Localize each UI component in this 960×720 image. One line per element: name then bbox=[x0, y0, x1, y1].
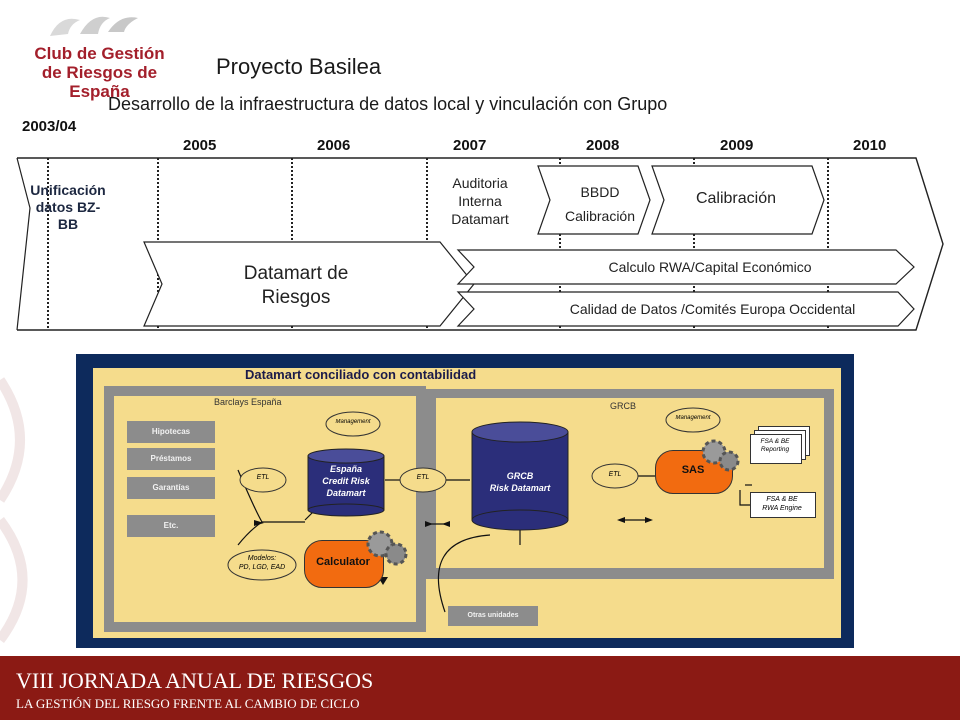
unificacion-label: Unificación datos BZ- BB bbox=[14, 182, 122, 233]
logo-emblem-icon bbox=[50, 16, 138, 36]
year-2005: 2005 bbox=[183, 137, 217, 154]
year-separator bbox=[559, 158, 561, 328]
etl-label-2: ETL bbox=[416, 474, 430, 481]
grcb-datamart-line: Risk Datamart bbox=[489, 483, 551, 493]
gears-icon bbox=[366, 530, 408, 566]
unificacion-line: BB bbox=[57, 216, 79, 232]
bbdd-label: BBDD Calibración bbox=[548, 180, 652, 228]
source-etc: Etc. bbox=[127, 515, 215, 537]
grcb-datamart-label: GRCB Risk Datamart bbox=[470, 470, 570, 494]
year-2009: 2009 bbox=[720, 137, 754, 154]
source-hipotecas: Hipotecas bbox=[127, 421, 215, 443]
grcb-datamart-cylinder bbox=[471, 421, 569, 531]
management-label-2: Management bbox=[675, 415, 711, 421]
logo bbox=[10, 6, 190, 88]
decorative-arcs bbox=[0, 377, 28, 643]
fsa-reporting-line: FSA & BE bbox=[760, 438, 790, 445]
otras-unidades-box: Otras unidades bbox=[448, 606, 538, 626]
management-label-1: Management bbox=[335, 419, 371, 425]
grcb-label: GRCB bbox=[610, 401, 637, 411]
etl-ellipse-2 bbox=[399, 467, 447, 493]
footer-bar bbox=[0, 656, 960, 720]
fsa-reporting-line: Reporting bbox=[760, 446, 790, 453]
fsa-rwa-box bbox=[750, 492, 816, 518]
year-2010: 2010 bbox=[853, 137, 887, 154]
footer-title: VIII JORNADA ANUAL DE RIESGOS bbox=[16, 668, 374, 693]
espana-datamart-line: Credit Risk bbox=[322, 476, 370, 486]
espana-datamart-label: España Credit Risk Datamart bbox=[306, 463, 386, 499]
unificacion-line: Unificación bbox=[30, 182, 106, 198]
espana-datamart-cylinder bbox=[307, 448, 385, 517]
logo-line-2: de Riesgos de España bbox=[41, 63, 158, 101]
calculo-rwa-label: Calculo RWA/Capital Económico bbox=[608, 259, 812, 275]
etl-label-3: ETL bbox=[608, 471, 622, 478]
year-2006: 2006 bbox=[317, 137, 351, 154]
barclays-label: Barclays España bbox=[214, 397, 282, 407]
source-prestamos: Préstamos bbox=[127, 448, 215, 470]
logo-text: Club de Gestión de Riesgos de España bbox=[12, 44, 187, 101]
grcb-datamart-line: GRCB bbox=[506, 471, 534, 481]
year-separator bbox=[47, 158, 49, 328]
etl-label-1: ETL bbox=[256, 474, 270, 481]
timeline-frame bbox=[16, 157, 944, 331]
etl-ellipse-3 bbox=[591, 463, 639, 489]
bbdd-line: BBDD bbox=[580, 184, 620, 200]
calibration-chevrons bbox=[537, 165, 825, 235]
fsa-rwa-line: RWA Engine bbox=[762, 505, 802, 512]
datamart-riesgos-line: Riesgos bbox=[261, 287, 331, 308]
management-ellipse-2 bbox=[665, 407, 721, 433]
datamart-riesgos-line: Datamart de bbox=[243, 263, 349, 284]
fsa-reporting-box bbox=[750, 434, 802, 464]
modelos-line: Modelos: bbox=[247, 555, 277, 562]
espana-datamart-line: Datamart bbox=[326, 488, 366, 498]
modelos-line: PD, LGD, EAD bbox=[238, 564, 286, 571]
management-ellipse-1 bbox=[325, 411, 381, 437]
calculator-label: Calculator bbox=[316, 556, 370, 568]
year-2003-04: 2003/04 bbox=[22, 118, 77, 135]
calculo-rwa-bar bbox=[456, 249, 915, 285]
calidad-datos-bar bbox=[456, 291, 915, 327]
etl-ellipse-1 bbox=[239, 467, 287, 493]
logo-line-1: Club de Gestión bbox=[34, 44, 165, 63]
fsa-rwa-line: FSA & BE bbox=[766, 496, 798, 503]
datamart-riesgos-label: Datamart de Riesgos bbox=[196, 262, 396, 310]
auditoria-label: Auditoria Interna Datamart bbox=[432, 174, 528, 228]
bbdd-line: Calibración bbox=[564, 208, 636, 224]
page-title: Proyecto Basilea bbox=[216, 54, 382, 79]
calidad-datos-label: Calidad de Datos /Comités Europa Occiden… bbox=[569, 301, 856, 317]
auditoria-line: Auditoria bbox=[452, 175, 508, 191]
page-subtitle: Desarrollo de la infraestructura de dato… bbox=[108, 94, 668, 114]
sas-gears-icon bbox=[701, 439, 740, 472]
year-separator bbox=[827, 158, 829, 328]
source-garantias: Garantías bbox=[127, 477, 215, 499]
calibracion-label: Calibración bbox=[695, 190, 777, 207]
diagram-title: Datamart conciliado con contabilidad bbox=[245, 367, 477, 382]
sas-label: SAS bbox=[681, 464, 705, 476]
modelos-ellipse bbox=[227, 549, 297, 581]
fsa-rwa-label: FSA & BE RWA Engine bbox=[750, 495, 814, 513]
datamart-riesgos-chevron bbox=[143, 241, 475, 327]
espana-datamart-line: España bbox=[329, 464, 362, 474]
unificacion-line: datos BZ- bbox=[35, 199, 101, 215]
modelos-label: Modelos: PD, LGD, EAD bbox=[226, 554, 298, 572]
auditoria-line: Datamart bbox=[451, 211, 509, 227]
fsa-reporting-label: FSA & BE Reporting bbox=[750, 438, 800, 454]
footer-subtitle: LA GESTIÓN DEL RIESGO FRENTE AL CAMBIO D… bbox=[16, 696, 360, 711]
year-separator bbox=[693, 158, 695, 328]
year-2008: 2008 bbox=[586, 137, 620, 154]
year-2007: 2007 bbox=[453, 137, 487, 154]
auditoria-line: Interna bbox=[458, 193, 502, 209]
